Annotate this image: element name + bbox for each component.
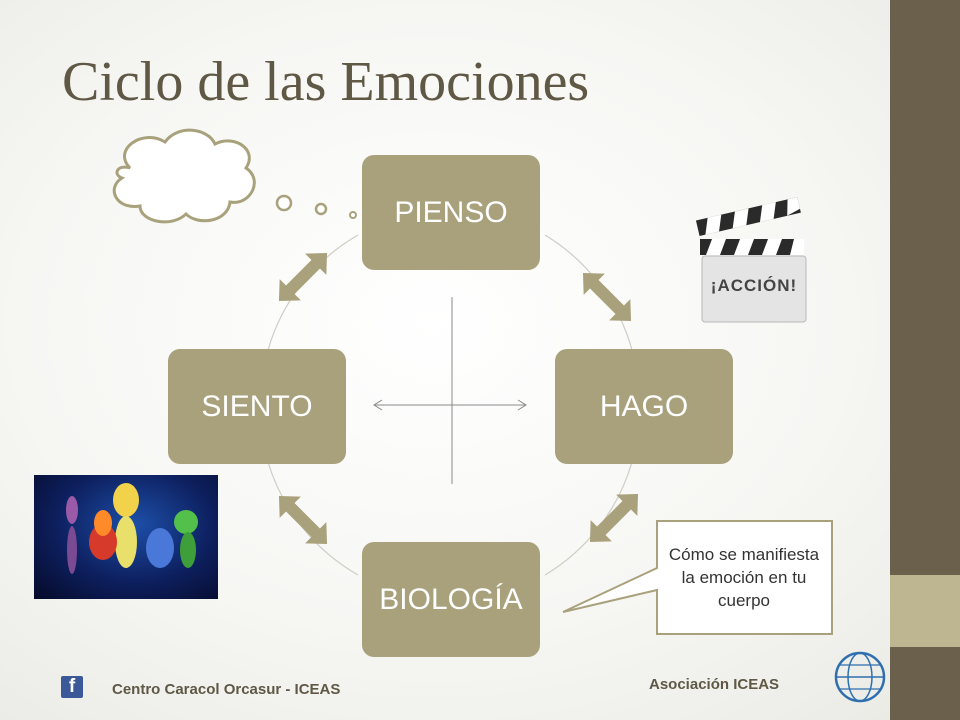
iceas-logo-icon — [834, 651, 886, 703]
inside-out-photo — [34, 475, 218, 599]
double-arrow-siento-pienso — [278, 252, 328, 302]
cycle-ring — [544, 234, 633, 351]
clapperboard-icon — [695, 197, 807, 323]
node-siento: SIENTO — [168, 349, 346, 464]
sidebar-accent-band — [890, 575, 960, 647]
slide-title: Ciclo de las Emociones — [62, 51, 590, 113]
callout-text: Cómo se manifiesta la emoción en tu cuer… — [668, 544, 820, 610]
right-sidebar-bar — [890, 0, 960, 720]
clapperboard-label: ¡ACCIÓN! — [710, 276, 798, 295]
thought-cloud-icon — [112, 128, 256, 224]
speech-callout-bubble — [562, 520, 833, 635]
thought-bubble-dot — [314, 202, 328, 216]
node-hago: HAGO — [555, 349, 733, 464]
node-biologia: BIOLOGÍA — [362, 542, 540, 657]
double-arrow-pienso-hago — [582, 272, 632, 322]
thought-bubble-dot — [275, 194, 293, 212]
thought-bubble-dot — [349, 211, 357, 219]
node-pienso: PIENSO — [362, 155, 540, 270]
facebook-icon[interactable]: f — [61, 676, 83, 698]
double-arrow-hago-biologia — [589, 493, 639, 543]
footer-association-name: Asociación ICEAS — [649, 676, 780, 693]
footer-center-name: Centro Caracol Orcasur - ICEAS — [112, 681, 341, 698]
cycle-ring — [267, 461, 359, 576]
double-arrow-siento-biologia — [278, 495, 328, 545]
